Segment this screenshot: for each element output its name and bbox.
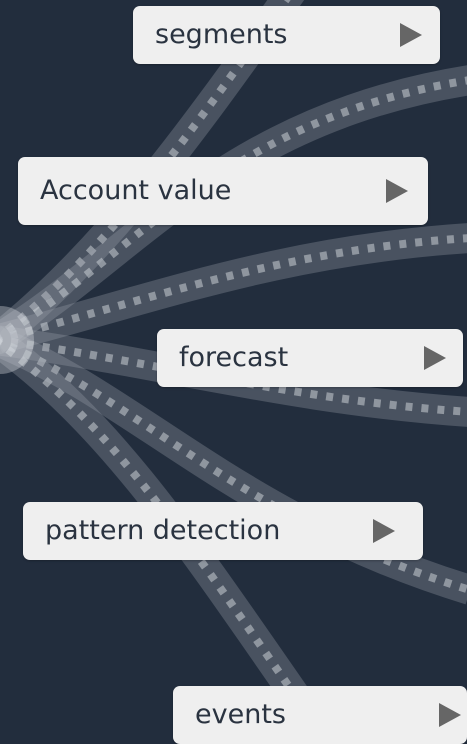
ribbon-middle-upper-perforations bbox=[0, 234, 467, 343]
segments-label: segments bbox=[155, 18, 288, 50]
play-arrow-icon bbox=[386, 179, 408, 203]
events-button[interactable]: events bbox=[173, 686, 467, 744]
events-label: events bbox=[195, 698, 286, 730]
forecast-label: forecast bbox=[179, 341, 289, 373]
play-arrow-icon bbox=[424, 346, 446, 370]
forecast-button[interactable]: forecast bbox=[157, 329, 463, 387]
account-value-button[interactable]: Account value bbox=[18, 157, 428, 225]
ribbon-lower-perforations bbox=[0, 337, 467, 594]
play-arrow-icon bbox=[400, 23, 422, 47]
play-arrow-icon bbox=[373, 519, 395, 543]
pattern-detection-label: pattern detection bbox=[45, 514, 281, 546]
pattern-detection-button[interactable]: pattern detection bbox=[23, 502, 423, 560]
segments-button[interactable]: segments bbox=[133, 6, 440, 64]
account-value-label: Account value bbox=[40, 174, 232, 206]
play-arrow-icon bbox=[439, 703, 461, 727]
ribbon-to-bottom-perforations bbox=[0, 338, 331, 739]
ribbon-origin-glow bbox=[0, 306, 34, 374]
